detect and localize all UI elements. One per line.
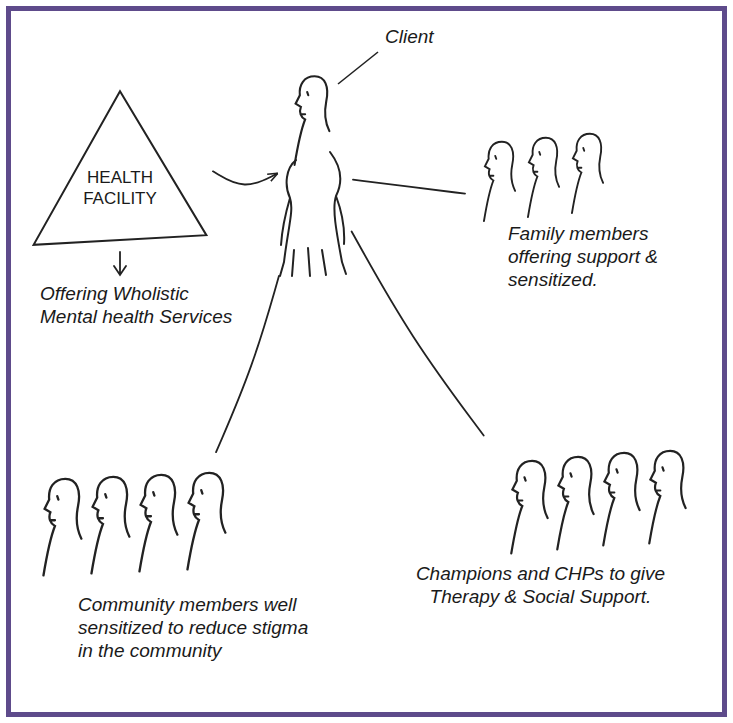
- group-caption: Champions and CHPs to give Therapy & Soc…: [378, 562, 703, 608]
- group-caption: Family members offering support & sensit…: [468, 222, 705, 292]
- figure-space: [378, 438, 703, 562]
- connector: [216, 276, 279, 452]
- client-body: [280, 152, 346, 276]
- triangle-shape: [34, 91, 207, 245]
- figure-space: [468, 126, 705, 222]
- note-holder: Offering Wholistic Mental health Service…: [40, 282, 245, 328]
- family-head: [528, 138, 559, 217]
- champion-head: [603, 453, 639, 545]
- community-head: [91, 477, 129, 574]
- group-caption: Community members well sensitized to red…: [28, 593, 328, 663]
- figure-space: [28, 455, 328, 593]
- connector: [213, 171, 277, 184]
- down-arrow: [114, 252, 126, 275]
- champion-head: [557, 457, 593, 549]
- people-group: Family members offering support & sensit…: [468, 126, 705, 292]
- community-head: [139, 475, 177, 572]
- family-head: [484, 142, 515, 221]
- champion-head: [649, 451, 685, 543]
- node-title: HEALTH FACILITY: [75, 168, 165, 209]
- community-head: [187, 473, 225, 570]
- triangle-node: HEALTH FACILITY: [30, 88, 210, 248]
- people-group: Champions and CHPs to give Therapy & Soc…: [378, 438, 703, 608]
- community-head: [43, 479, 81, 576]
- family-head: [572, 134, 603, 213]
- client-head: [295, 76, 330, 165]
- connector: [352, 232, 484, 436]
- champion-head: [511, 461, 547, 553]
- people-group: Community members well sensitized to red…: [28, 455, 328, 663]
- leader-line: [338, 52, 378, 84]
- text-holder: HEALTH FACILITY: [75, 168, 165, 209]
- connector: [353, 180, 465, 194]
- note-text: Offering Wholistic Mental health Service…: [40, 282, 245, 328]
- client-figure: Client: [280, 70, 350, 280]
- figure-label: Client: [385, 25, 434, 48]
